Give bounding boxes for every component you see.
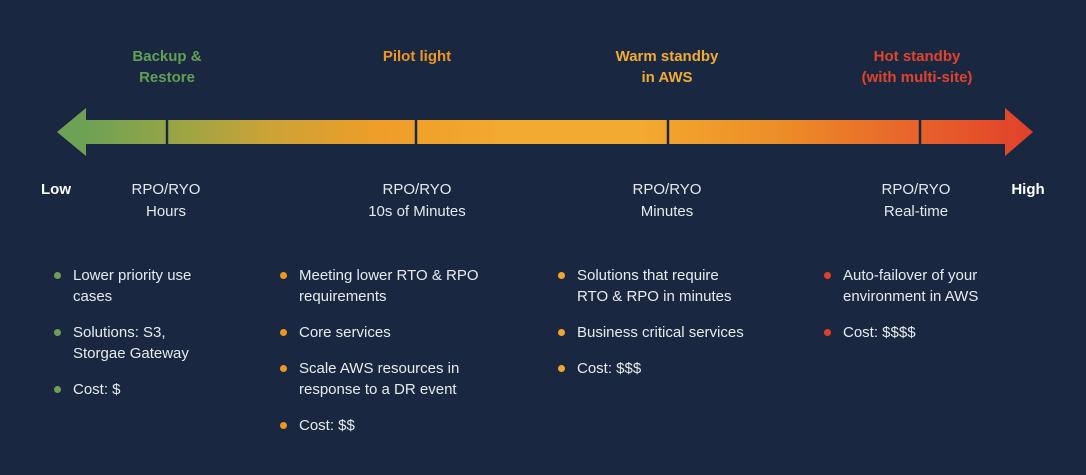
bullet-item: Business critical services	[558, 322, 808, 343]
strategy-title-hot-standby: Hot standby (with multi-site)	[861, 48, 973, 86]
bullet-item: Solutions that require RTO & RPO in minu…	[558, 265, 808, 307]
bullet-dot	[280, 329, 287, 336]
bullet-text: Lower priority use cases	[73, 267, 192, 305]
bullet-text: Cost: $$	[299, 417, 355, 434]
bullet-dot	[54, 272, 61, 279]
bullet-item: Meeting lower RTO & RPO requirements	[280, 265, 535, 307]
bullet-dot	[824, 329, 831, 336]
rpo-label-hours: RPO/RYO Hours	[131, 181, 201, 220]
strategy-title-backup-restore: Backup & Restore	[132, 48, 202, 86]
bullet-item: Cost: $$	[280, 415, 535, 436]
bullet-text: Cost: $	[73, 381, 121, 398]
bullet-dot	[824, 272, 831, 279]
bullet-dot	[280, 272, 287, 279]
bullet-text: Business critical services	[577, 324, 744, 341]
bullet-dot	[54, 386, 61, 393]
bullet-dot	[280, 365, 287, 372]
bullet-item: Cost: $$$$	[824, 322, 1069, 343]
bullet-item: Solutions: S3, Storgae Gateway	[54, 322, 274, 364]
bullet-dot	[558, 365, 565, 372]
bullet-item: Lower priority use cases	[54, 265, 274, 307]
bullet-item: Core services	[280, 322, 535, 343]
strategy-title-warm-standby: Warm standby in AWS	[615, 48, 719, 86]
bullets-warm-standby: Solutions that require RTO & RPO in minu…	[558, 265, 808, 394]
bullets-backup-restore: Lower priority use cases Solutions: S3, …	[54, 265, 274, 415]
rpo-label-minutes: RPO/RYO Minutes	[632, 181, 702, 220]
axis-high-label: High	[1011, 181, 1045, 198]
bullet-text: Auto-failover of your environment in AWS	[843, 267, 979, 305]
bullet-item: Auto-failover of your environment in AWS	[824, 265, 1069, 307]
bullet-text: Meeting lower RTO & RPO requirements	[299, 267, 479, 305]
bullet-dot	[558, 272, 565, 279]
bullet-text: Solutions that require RTO & RPO in minu…	[577, 267, 732, 305]
bullet-dot	[558, 329, 565, 336]
bullet-dot	[280, 422, 287, 429]
bullet-text: Cost: $$$	[577, 360, 642, 377]
bullet-item: Scale AWS resources in response to a DR …	[280, 358, 535, 400]
bullet-dot	[54, 329, 61, 336]
bullets-hot-standby: Auto-failover of your environment in AWS…	[824, 265, 1069, 358]
bullet-text: Cost: $$$$	[843, 324, 916, 341]
arrow-shape	[57, 108, 1033, 156]
bullet-item: Cost: $	[54, 379, 274, 400]
bullets-pilot-light: Meeting lower RTO & RPO requirements Cor…	[280, 265, 535, 451]
rpo-label-real-time: RPO/RYO Real-time	[881, 181, 951, 220]
bullet-text: Solutions: S3, Storgae Gateway	[73, 324, 189, 362]
bullet-item: Cost: $$$	[558, 358, 808, 379]
axis-low-label: Low	[41, 181, 71, 198]
bullet-text: Core services	[299, 324, 391, 341]
strategy-title-pilot-light: Pilot light	[382, 48, 452, 65]
bullet-text: Scale AWS resources in response to a DR …	[299, 360, 460, 398]
rpo-label-10s-minutes: RPO/RYO 10s of Minutes	[368, 181, 466, 220]
